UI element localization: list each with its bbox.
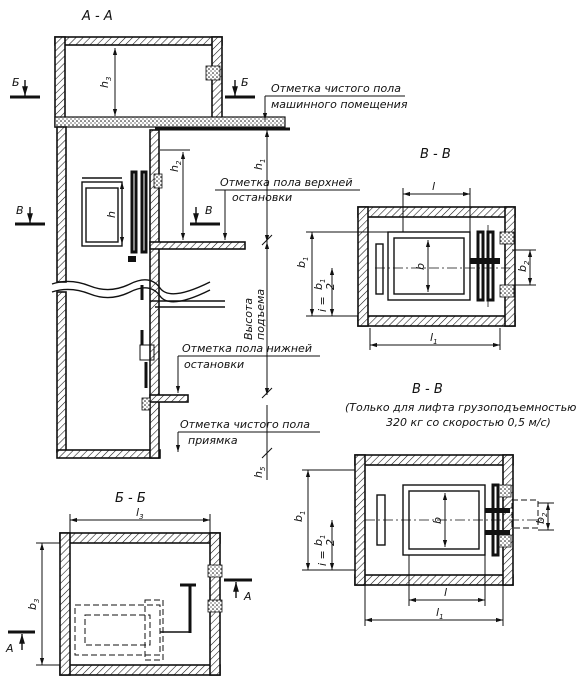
- vv-top-dim-half: i = b1 2: [312, 268, 337, 316]
- vv-bottom-dim-b1: b1: [292, 469, 355, 571]
- vv-bottom-dim-l1: l1: [364, 585, 504, 626]
- dimension-h1: h1: [252, 159, 267, 170]
- top-stop-floor-label-2: остановки: [232, 191, 292, 204]
- vv-top-car: [375, 230, 500, 302]
- section-vv-bottom: В - В (Только для лифта грузоподъемность…: [292, 382, 576, 626]
- svg-text:А: А: [243, 590, 252, 603]
- svg-text:b1: b1: [295, 257, 310, 268]
- dimension-h5: h5: [252, 466, 267, 478]
- bb-walls: [59, 532, 221, 676]
- svg-text:В: В: [205, 204, 213, 217]
- svg-text:l: l: [432, 180, 435, 193]
- svg-text:2: 2: [324, 539, 337, 546]
- vv-top-walls: [357, 206, 516, 327]
- svg-text:b: b: [414, 263, 427, 270]
- break-line: [51, 279, 211, 295]
- section-mark-b-right: Б: [225, 76, 255, 99]
- svg-text:b1: b1: [292, 511, 307, 522]
- vv-top-dim-l: l: [402, 180, 471, 232]
- leader-top-stop: [215, 189, 360, 240]
- machine-room-vent: [205, 65, 221, 81]
- clean-floor-machine-label-1: Отметка чистого пола: [271, 82, 401, 95]
- svg-text:2: 2: [324, 283, 337, 290]
- svg-text:l: l: [444, 586, 447, 599]
- bb-machine-outline: [74, 583, 196, 661]
- top-stop-floor-label-1: Отметка пола верхней: [220, 176, 352, 189]
- svg-text:b1: b1: [312, 535, 327, 546]
- vv-bottom-dim-l: l: [408, 555, 486, 606]
- svg-text:b2: b2: [516, 260, 531, 272]
- leader-bottom-stop: [175, 355, 320, 393]
- section-mark-v-right: В: [190, 204, 220, 226]
- vv-top-dim-b: b: [414, 240, 431, 292]
- dimension-chain: [261, 130, 273, 480]
- svg-text:Б: Б: [12, 76, 20, 89]
- bb-dim-b3: b3: [26, 542, 60, 666]
- section-vv-bottom-note-1: (Только для лифта грузоподъемностью: [345, 401, 576, 414]
- lift-height-label-2: подъема: [254, 289, 267, 340]
- svg-text:h2: h2: [168, 160, 183, 172]
- svg-text:h3: h3: [98, 77, 113, 88]
- svg-text:l1: l1: [436, 606, 444, 621]
- machine-room-walls: [54, 36, 223, 128]
- vv-bottom-dim-b: b: [431, 493, 448, 547]
- section-vv-top-title: В - В: [420, 147, 451, 162]
- section-mark-b-left: Б: [10, 76, 40, 99]
- section-vv-bottom-note-2: 320 кг со скоростью 0,5 м/с): [386, 416, 551, 429]
- svg-text:В: В: [16, 204, 24, 217]
- machine-room-floor-slab: [54, 116, 286, 128]
- section-mark-v-left: В: [15, 204, 45, 226]
- pit-clean-floor-label-2: приямка: [188, 434, 238, 447]
- leader-machine-floor: [262, 95, 405, 120]
- svg-text:l3: l3: [136, 506, 144, 521]
- dimension-h2: h2: [160, 149, 190, 240]
- svg-text:i =: i =: [316, 296, 329, 312]
- dimension-h3: h3: [98, 48, 118, 116]
- bottom-stop-floor-label-1: Отметка пола нижней: [182, 342, 312, 355]
- counterweight-outline: [511, 499, 539, 529]
- break-line: [51, 287, 211, 303]
- vv-top-dim-b2: b2: [512, 249, 536, 286]
- lower-stop-slab: [149, 394, 189, 403]
- svg-text:Б: Б: [241, 76, 249, 89]
- section-bb-title: Б - Б: [115, 491, 146, 506]
- svg-text:b3: b3: [26, 599, 41, 610]
- pit-clean-floor-label-1: Отметка чистого пола: [180, 418, 310, 431]
- svg-text:b2: b2: [534, 512, 549, 524]
- section-mark-a-right: А: [224, 578, 252, 603]
- dimension-h: h: [105, 182, 125, 244]
- svg-text:h: h: [105, 211, 118, 218]
- section-vv-top: В - В l l1: [295, 147, 536, 350]
- vv-top-dim-l1: l1: [369, 328, 501, 350]
- svg-text:b1: b1: [312, 279, 327, 290]
- leader-pit-floor: [175, 431, 320, 452]
- bottom-stop-floor-label-2: остановки: [184, 358, 244, 371]
- section-bb: Б - Б l3 b3: [5, 491, 252, 676]
- bb-dim-l3: l3: [69, 506, 211, 533]
- section-mark-a-left: А: [5, 630, 35, 655]
- vv-bottom-dim-b2: b2: [534, 502, 554, 531]
- guide-rails-lower: [139, 285, 155, 411]
- vv-bottom-walls: [354, 454, 514, 586]
- vv-bottom-dim-half: i = b1 2: [312, 520, 337, 570]
- upper-stop-slab: [149, 241, 246, 250]
- clean-floor-machine-label-2: машинного помещения: [271, 98, 408, 111]
- lift-height-label-1: Высота: [242, 298, 255, 340]
- section-vv-bottom-title: В - В: [412, 382, 443, 397]
- svg-text:А: А: [5, 642, 14, 655]
- section-aa: А - А: [10, 9, 408, 480]
- svg-text:b: b: [431, 517, 444, 524]
- svg-text:l1: l1: [430, 331, 438, 346]
- section-aa-title: А - А: [81, 9, 113, 24]
- svg-text:i =: i =: [316, 550, 329, 566]
